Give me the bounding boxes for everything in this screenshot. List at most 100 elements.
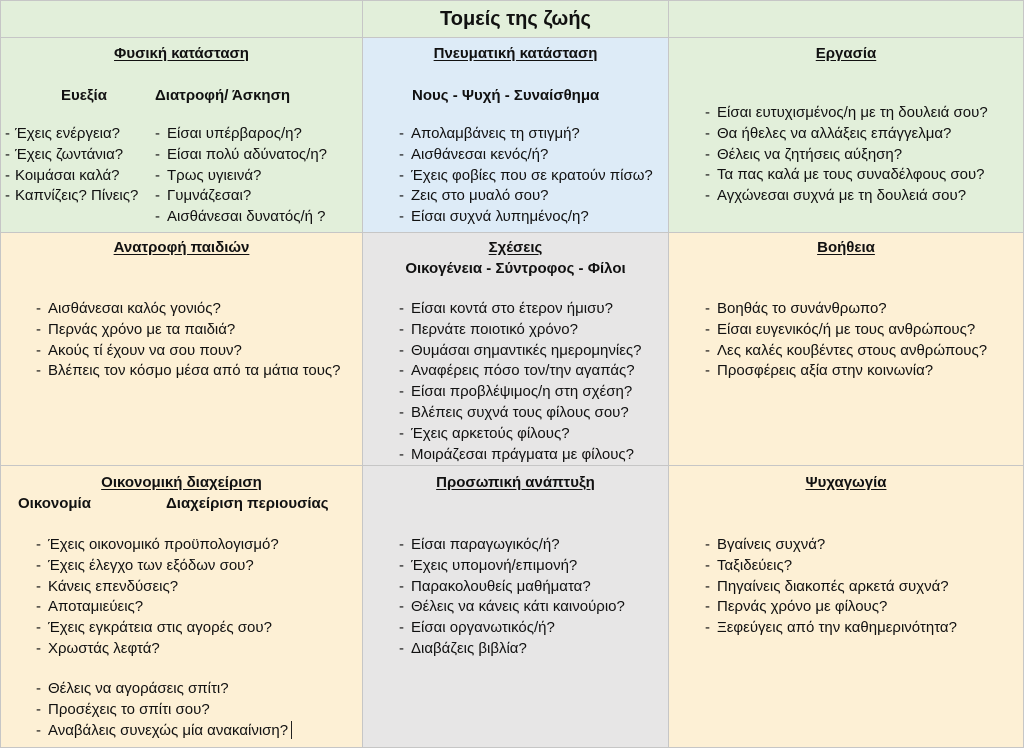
question-item: -Αισθάνεσαι καλός γονιός? [36,299,341,320]
question-text: Απολαμβάνεις τη στιγμή? [411,125,580,142]
question-text: Βλέπεις συχνά τους φίλους σου? [411,403,629,421]
cell-entertainment: Ψυχαγωγία -Βγαίνεις συχνά?-Ταξιδεύεις?-Π… [669,466,1024,748]
cell-physical-condition: Φυσική κατάσταση Ευεξία Διατροφή/ Άσκηση… [0,38,363,233]
question-item: -Αγχώνεσαι συχνά με τη δουλειά σου? [705,186,988,207]
bullet-dash: - [155,208,160,226]
cell-subheading: Οικογένεια - Σύντροφος - Φίλοι [405,260,626,277]
bullet-dash: - [399,445,404,463]
question-text: Κοιμάσαι καλά? [15,166,120,184]
question-text: Προσέχεις το σπίτι σου? [48,700,210,718]
question-text: Αποταμιεύεις? [48,598,144,616]
question-item: -Θυμάσαι σημαντικές ημερομηνίες? [399,341,642,362]
cell-heading: Βοήθεια [817,239,875,256]
question-item: -Θέλεις να αγοράσεις σπίτι? [36,679,292,700]
question-list: -Θέλεις να αγοράσεις σπίτι?-Προσέχεις το… [36,679,292,741]
question-item: -Προσφέρεις αξία στην κοινωνία? [705,361,987,382]
question-text: Καπνίζεις? Πίνεις? [15,187,139,205]
cell-heading: Ανατροφή παιδιών [113,239,250,256]
bullet-dash: - [36,556,41,574]
bullet-dash: - [705,536,710,553]
question-item: -Βγαίνεις συχνά? [705,535,957,556]
question-text: Θέλεις να ζητήσεις αύξηση? [717,145,903,163]
bullet-dash: - [36,700,41,718]
question-item: -Βλέπεις συχνά τους φίλους σου? [399,403,642,424]
question-text: Τα πας καλά με τους συναδέλφους σου? [717,166,985,184]
question-item: -Αναφέρεις πόσο τον/την αγαπάς? [399,361,642,382]
bullet-dash: - [705,577,710,595]
question-text: Θυμάσαι σημαντικές ημερομηνίες? [411,341,642,359]
question-item: -Έχεις οικονομικό προϋπολογισμό? [36,535,279,556]
bullet-dash: - [5,187,10,205]
cell-subheading: Διατροφή/ Άσκηση [155,87,291,104]
question-item: -Τα πας καλά με τους συναδέλφους σου? [705,165,988,186]
question-item: -Ακούς τί έχουν να σου πουν? [36,341,341,362]
question-item: -Τρως υγιεινά? [155,166,327,187]
bullet-dash: - [399,362,404,380]
bullet-dash: - [36,300,41,317]
cell-subheading: Νους - Ψυχή - Συναίσθημα [412,87,600,104]
question-text: Ταξιδεύεις? [717,556,793,574]
bullet-dash: - [155,125,160,142]
cell-relationships: Σχέσεις Οικογένεια - Σύντροφος - Φίλοι -… [363,233,669,466]
bullet-dash: - [36,619,41,637]
question-text: Έχεις υπομονή/επιμονή? [411,556,578,574]
question-item: -Έχεις έλεγχο των εξόδων σου? [36,556,279,577]
question-text: Περνάς χρόνο με τα παιδιά? [48,320,236,338]
question-item: -Βοηθάς το συνάνθρωπο? [705,299,987,320]
question-item: -Έχεις ενέργεια? [5,124,138,145]
bullet-dash: - [36,362,41,380]
question-item: -Κοιμάσαι καλά? [5,166,138,187]
question-text: Ζεις στο μυαλό σου? [411,187,549,205]
bullet-dash: - [36,320,41,338]
question-item: -Περνάς χρόνο με φίλους? [705,597,957,618]
question-text: Γυμνάζεσαι? [167,187,252,205]
question-text: Είσαι ευγενικός/ή με τους ανθρώπους? [717,320,976,338]
bullet-dash: - [705,341,710,359]
bullet-dash: - [705,300,710,317]
question-item: -Έχεις φοβίες που σε κρατούν πίσω? [399,166,653,187]
cell-heading: Εργασία [815,45,877,62]
bullet-dash: - [36,598,41,616]
cell-subheading: Οικονομία [18,495,91,512]
bullet-dash: - [36,721,41,739]
question-text: Έχεις φοβίες που σε κρατούν πίσω? [411,166,653,184]
cell-personal-development: Προσωπική ανάπτυξη -Είσαι παραγωγικός/ή?… [363,466,669,748]
question-item: -Είσαι προβλέψιμος/η στη σχέση? [399,382,642,403]
question-text: Έχεις εγκράτεια στις αγορές σου? [48,619,272,637]
bullet-dash: - [399,556,404,574]
bullet-dash: - [399,300,404,317]
bullet-dash: - [155,145,160,163]
question-item: -Είσαι πολύ αδύνατος/η? [155,145,327,166]
cell-financial-management: Οικονομική διαχείριση Οικονομία Διαχείρι… [0,466,363,748]
question-text: Είσαι συχνά λυπημένος/η? [411,208,589,226]
question-text: Βγαίνεις συχνά? [717,536,826,553]
question-text: Είσαι κοντά στο έτερον ήμισυ? [411,300,613,317]
question-item: -Έχεις υπομονή/επιμονή? [399,556,625,577]
cell-helping: Βοήθεια -Βοηθάς το συνάνθρωπο?-Είσαι ευγ… [669,233,1024,466]
bullet-dash: - [705,124,710,142]
question-item: -Γυμνάζεσαι? [155,186,327,207]
question-text: Κάνεις επενδύσεις? [48,577,179,595]
question-text: Λες καλές κουβέντες στους ανθρώπους? [717,341,988,359]
question-text: Ξεφεύγεις από την καθημερινότητα? [717,619,957,637]
question-list: -Είσαι ευτυχισμένος/η με τη δουλειά σου?… [705,103,988,207]
question-text: Θα ήθελες να αλλάξεις επάγγελμα? [717,124,952,142]
bullet-dash: - [36,341,41,359]
bullet-dash: - [399,424,404,442]
question-text: Περνάτε ποιοτικό χρόνο? [411,320,578,338]
question-item: -Ξεφεύγεις από την καθημερινότητα? [705,618,957,639]
bullet-dash: - [399,577,404,595]
question-text: Βοηθάς το συνάνθρωπο? [717,300,887,317]
header-blank-cell [669,0,1024,38]
bullet-dash: - [399,536,404,553]
cell-mental-state: Πνευματική κατάσταση Νους - Ψυχή - Συναί… [363,38,669,233]
question-item: -Περνάτε ποιοτικό χρόνο? [399,320,642,341]
question-text: Αισθάνεσαι κενός/ή? [411,145,549,163]
bullet-dash: - [399,383,404,401]
question-item: -Απολαμβάνεις τη στιγμή? [399,124,653,145]
question-text: Έχεις ενέργεια? [15,125,120,142]
page-title: Τομείς της ζωής [440,8,591,30]
question-item: -Προσέχεις το σπίτι σου? [36,700,292,721]
question-item: -Είσαι οργανωτικός/ή? [399,618,625,639]
